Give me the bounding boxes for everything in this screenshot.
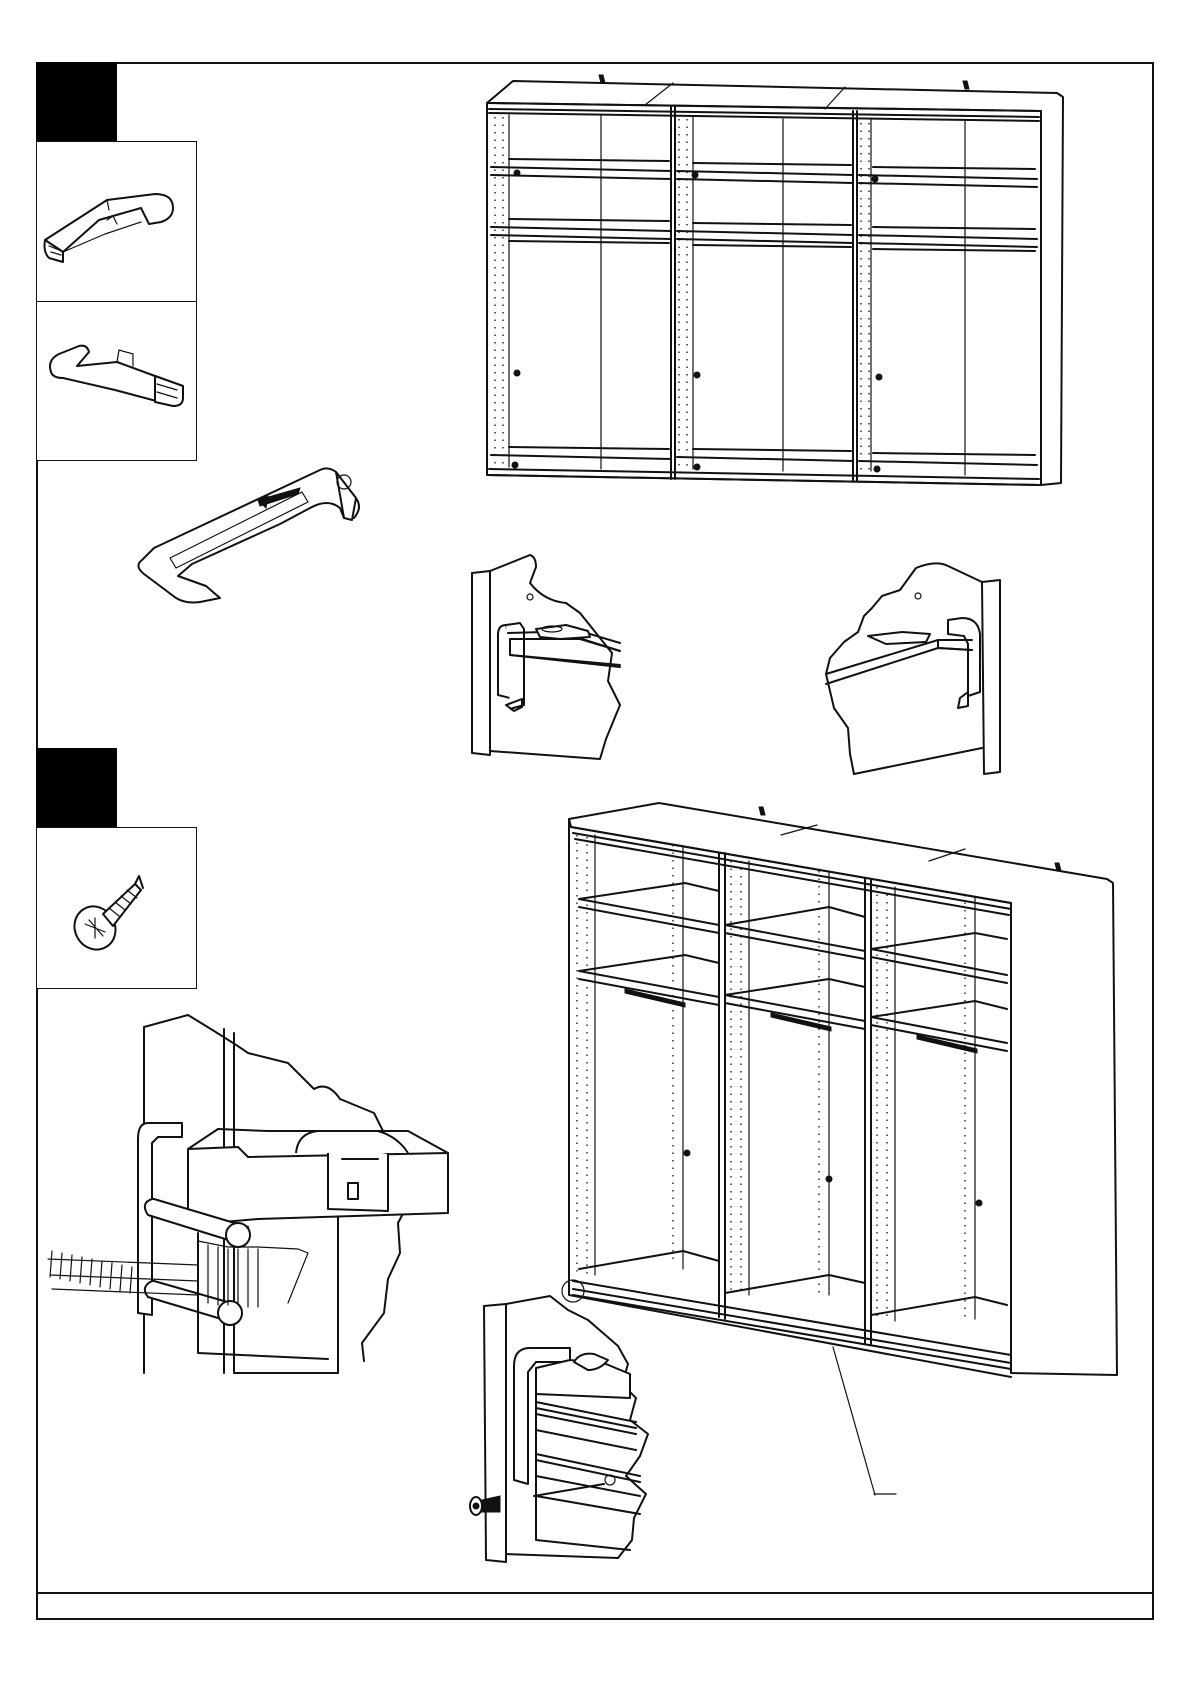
leader-line-end: [860, 1490, 900, 1500]
part-clip-left: [36, 141, 197, 302]
part-screw: [36, 827, 197, 989]
step-2-badge: [36, 748, 117, 828]
detail-rail-basket: [48, 1013, 468, 1393]
detail-clip-right: [822, 560, 1002, 775]
clip-insert-illustration: [130, 462, 380, 632]
wardrobe-overview-1: [485, 75, 1065, 520]
l-bracket-clip-right-icon: [37, 302, 198, 462]
detail-clip-left: [470, 555, 670, 760]
step-1-badge: [36, 62, 117, 142]
detail-screw-fixing: [470, 1290, 690, 1575]
screw-icon: [37, 828, 198, 990]
l-bracket-clip-left-icon: [37, 142, 198, 303]
part-clip-right: [36, 301, 197, 461]
footer-divider: [36, 1592, 1154, 1594]
footer-caption: [50, 1598, 1140, 1614]
